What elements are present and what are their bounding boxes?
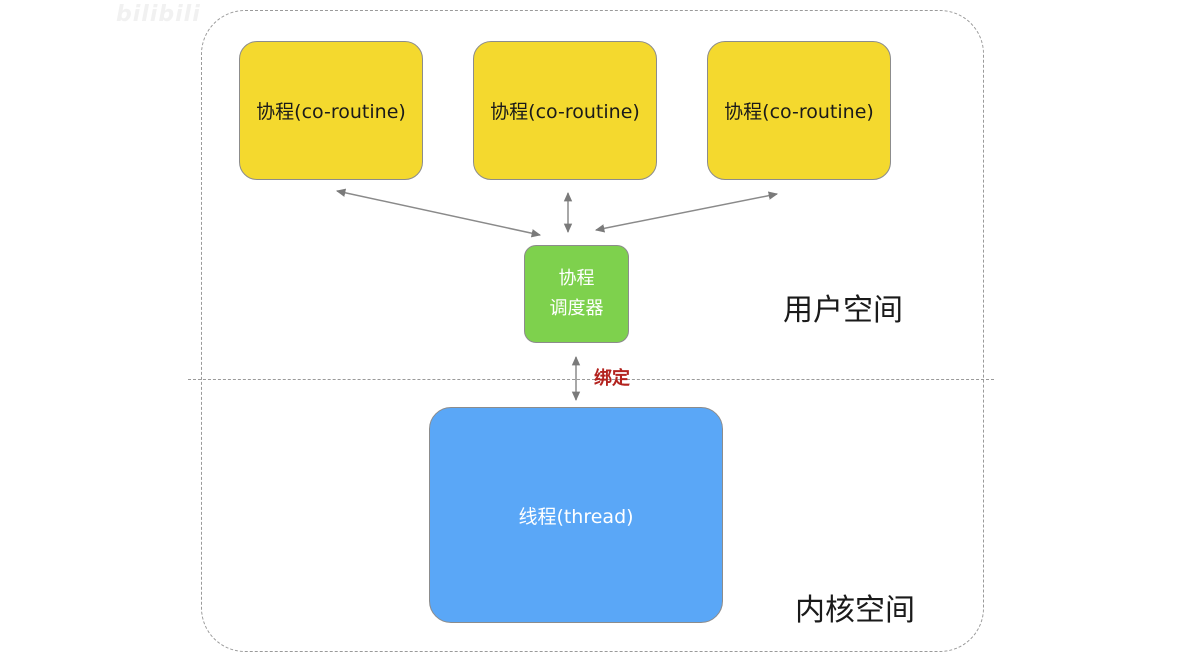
coroutine-label-3: 协程(co-routine) (724, 101, 874, 123)
outer-boundary (201, 10, 984, 652)
thread-label: 线程(thread) (518, 505, 634, 528)
scheduler-label-line1: 协程 (558, 268, 595, 289)
user-kernel-divider (188, 379, 994, 380)
user-space-label: 用户空间 (783, 293, 903, 328)
coroutine-box-2: 协程(co-routine) (473, 41, 657, 180)
bilibili-watermark-logo: bilibili (116, 2, 201, 27)
arrow-scheduler-coroutine-3 (594, 191, 779, 233)
binding-label: 绑定 (594, 368, 630, 389)
arrow-scheduler-coroutine-1 (335, 188, 542, 238)
coroutine-box-3: 协程(co-routine) (707, 41, 891, 180)
coroutine-label-1: 协程(co-routine) (256, 101, 406, 123)
scheduler-box: 协程 调度器 (524, 245, 629, 343)
coroutine-box-1: 协程(co-routine) (239, 41, 423, 180)
kernel-space-label: 内核空间 (795, 593, 915, 628)
thread-box: 线程(thread) (429, 407, 723, 623)
scheduler-label-line2: 调度器 (549, 298, 604, 319)
coroutine-label-2: 协程(co-routine) (490, 101, 640, 123)
